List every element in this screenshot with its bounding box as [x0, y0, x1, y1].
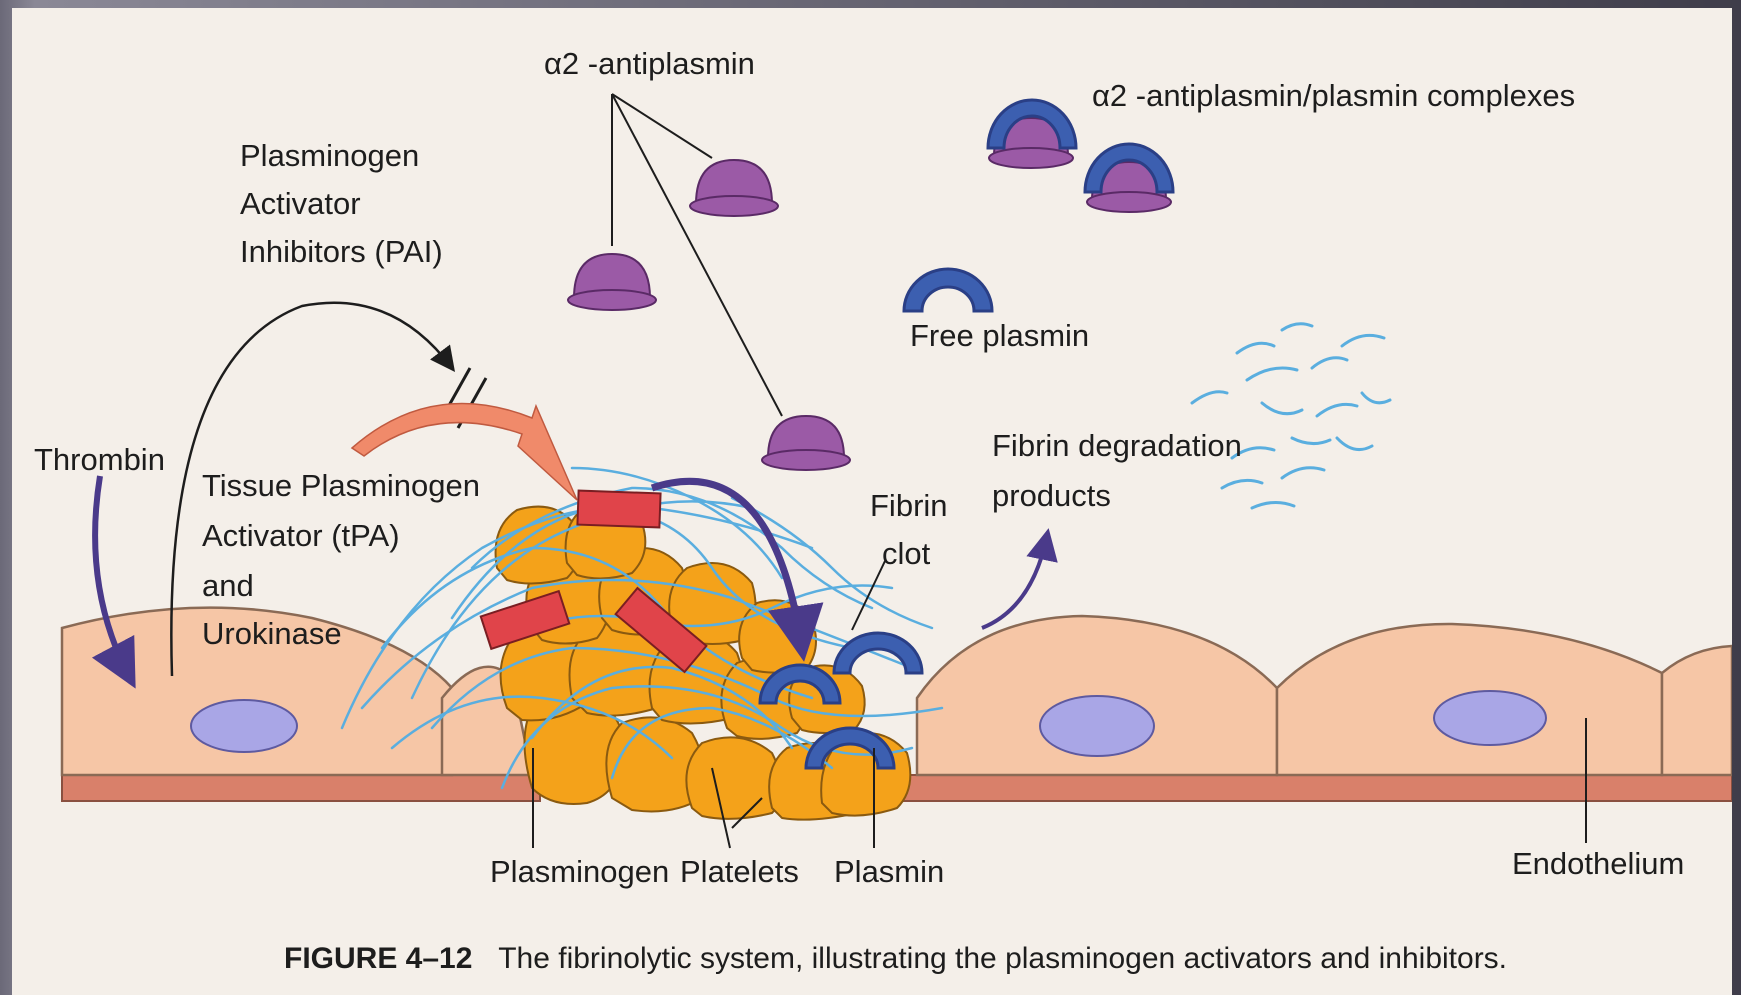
label-alpha2-antiplasmin: α2 -antiplasmin — [544, 46, 755, 81]
label-tpa-line2: Activator (tPA) — [202, 518, 400, 553]
label-pai-line2: Activator — [240, 186, 361, 221]
plasmin-molecule — [834, 633, 922, 673]
antiplasmin-molecule — [690, 160, 778, 216]
fibrinolytic-diagram: α2 -antiplasmin α2 -antiplasmin/plasmin … — [12, 8, 1732, 995]
label-fdp-line1: Fibrin degradation — [992, 428, 1242, 463]
antiplasmin-molecules — [568, 160, 850, 470]
label-tpa-line3: and — [202, 568, 254, 603]
label-fibrin-line2: clot — [882, 536, 931, 571]
label-pai-line1: Plasminogen — [240, 138, 419, 173]
label-tpa-line1: Tissue Plasminogen — [202, 468, 480, 503]
degradation-products-arrow — [982, 536, 1047, 628]
label-free-plasmin: Free plasmin — [910, 318, 1089, 353]
antiplasmin-plasmin-complexes — [988, 100, 1173, 212]
label-complexes: α2 -antiplasmin/plasmin complexes — [1092, 78, 1575, 113]
nucleus — [1040, 696, 1154, 756]
figure-caption-text: The fibrinolytic system, illustrating th… — [498, 942, 1507, 975]
label-fibrin-line1: Fibrin — [870, 488, 948, 523]
nucleus — [1434, 691, 1546, 745]
complex-molecule — [988, 100, 1076, 168]
label-tpa-line4: Urokinase — [202, 616, 342, 651]
figure-number: FIGURE 4–12 — [284, 942, 472, 975]
fibrin-degradation-fragments — [1192, 324, 1390, 508]
label-thrombin: Thrombin — [34, 442, 165, 477]
antiplasmin-molecule — [762, 416, 850, 470]
free-plasmin-molecule — [904, 269, 992, 311]
complex-molecule — [1085, 144, 1173, 212]
label-plasmin: Plasmin — [834, 854, 944, 889]
label-pai-line3: Inhibitors (PAI) — [240, 234, 443, 269]
nucleus — [191, 700, 297, 752]
label-endothelium: Endothelium — [1512, 846, 1684, 881]
antiplasmin-molecule — [568, 254, 656, 310]
label-platelets: Platelets — [680, 854, 799, 889]
endothelial-cell — [1662, 646, 1732, 775]
plasminogen-molecule — [577, 491, 660, 528]
figure-caption: FIGURE 4–12 The fibrinolytic system, ill… — [284, 942, 1507, 975]
label-fdp-line2: products — [992, 478, 1111, 513]
figure-page: α2 -antiplasmin α2 -antiplasmin/plasmin … — [12, 8, 1732, 995]
label-plasminogen: Plasminogen — [490, 854, 669, 889]
